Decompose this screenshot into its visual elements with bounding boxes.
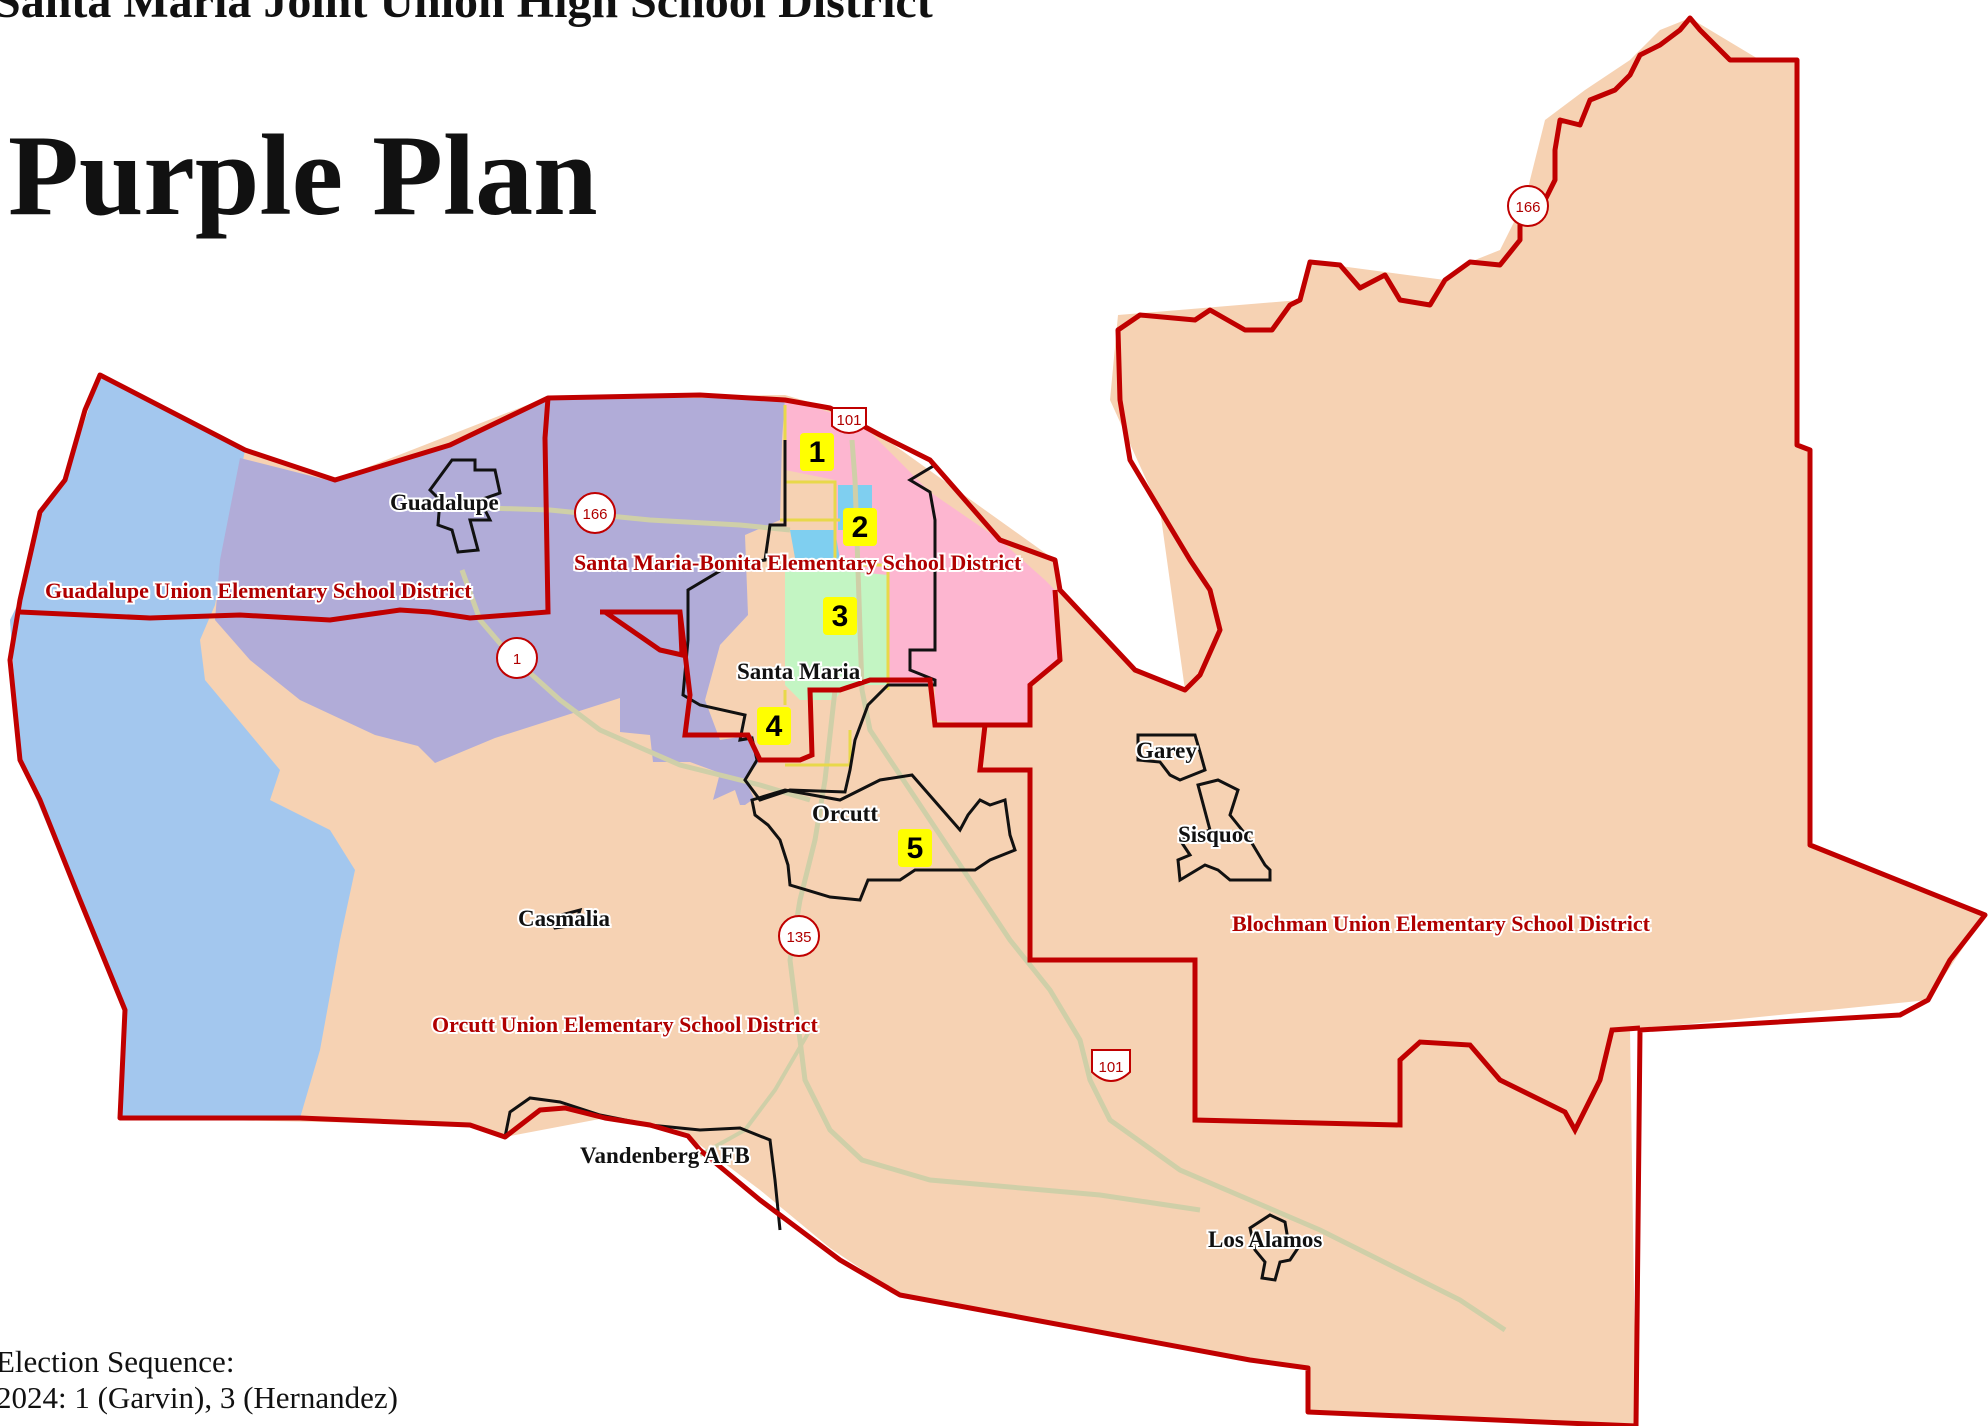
- highway-101-south-shield: 101: [1091, 1049, 1131, 1082]
- santa-maria-bonita-district-label: Santa Maria-Bonita Elementary School Dis…: [574, 550, 1022, 575]
- ocean-area: [10, 375, 355, 1118]
- orcutt-district-label: Orcutt Union Elementary School District: [432, 1012, 818, 1037]
- zone-1-label: 1: [809, 436, 826, 469]
- vandenberg-place-label: Vandenberg AFB: [580, 1143, 750, 1168]
- highway-101-south-label: 101: [1098, 1059, 1123, 1076]
- garey-place-label: Garey: [1136, 738, 1197, 763]
- election-sequence-2024: 2024: 1 (Garvin), 3 (Hernandez): [0, 1380, 398, 1415]
- zone-4-badge: 4: [757, 707, 791, 745]
- road-166: [454, 504, 791, 533]
- highway-1-label: 1: [513, 651, 521, 668]
- sisquoc-place-label: Sisquoc: [1178, 822, 1253, 847]
- orcutt-place-label: Orcutt: [812, 801, 878, 826]
- road-135: [787, 689, 1201, 1213]
- guadalupe-district-label: Guadalupe Union Elementary School Distri…: [45, 578, 472, 603]
- highway-135-label: 135: [786, 929, 811, 946]
- map-subtitle: Santa Maria Joint Union High School Dist…: [0, 0, 933, 28]
- zone-4-label: 4: [766, 710, 783, 743]
- map-title: Purple Plan: [8, 112, 598, 240]
- election-sequence: Election Sequence: 2024: 1 (Garvin), 3 (…: [0, 1344, 398, 1416]
- highway-1-shield: 1: [496, 637, 538, 679]
- zone-boundary-yellow: [780, 405, 890, 767]
- blochman-district-label: Blochman Union Elementary School Distric…: [1232, 911, 1651, 936]
- purple-zone: [215, 398, 785, 805]
- los-alamos-boundary: [1248, 1213, 1303, 1282]
- zone-3-label: 3: [832, 600, 849, 633]
- zone-5-label: 5: [907, 832, 924, 865]
- highway-166-west-shield: 166: [574, 492, 616, 534]
- highway-166-west-label: 166: [582, 506, 607, 523]
- los-alamos-place-label: Los Alamos: [1208, 1227, 1322, 1252]
- road-vandenberg: [699, 1028, 812, 1157]
- casmalia-place-label: Casmalia: [518, 906, 611, 931]
- orcutt-boundary: [750, 773, 1017, 902]
- zone-2-badge: 2: [843, 508, 877, 546]
- casmalia-boundary: [547, 907, 583, 930]
- guadalupe-place-label: Guadalupe: [390, 490, 499, 515]
- highway-135-shield: 135: [778, 915, 820, 957]
- zone-5-badge: 5: [898, 829, 932, 867]
- zone-2-label: 2: [852, 511, 869, 544]
- highway-101-north-shield: 101: [831, 407, 867, 434]
- santa-maria-boundary: [681, 440, 937, 802]
- election-sequence-heading: Election Sequence:: [0, 1344, 235, 1379]
- santa-maria-place-label: Santa Maria: [737, 659, 861, 684]
- water-patch: [790, 530, 840, 560]
- guadalupe-boundary: [428, 458, 502, 554]
- highway-166-east-shield: 166: [1507, 185, 1549, 227]
- zone-3-badge: 3: [823, 597, 857, 635]
- highway-166-east-label: 166: [1515, 199, 1540, 216]
- district-boundary-outer: [7, 15, 1988, 1426]
- zone-1-badge: 1: [800, 433, 834, 471]
- sisquoc-boundary: [1176, 778, 1272, 883]
- district-boundary-inner: [19, 397, 1641, 1136]
- garey-boundary: [1136, 733, 1207, 782]
- highway-101-north-label: 101: [836, 412, 861, 429]
